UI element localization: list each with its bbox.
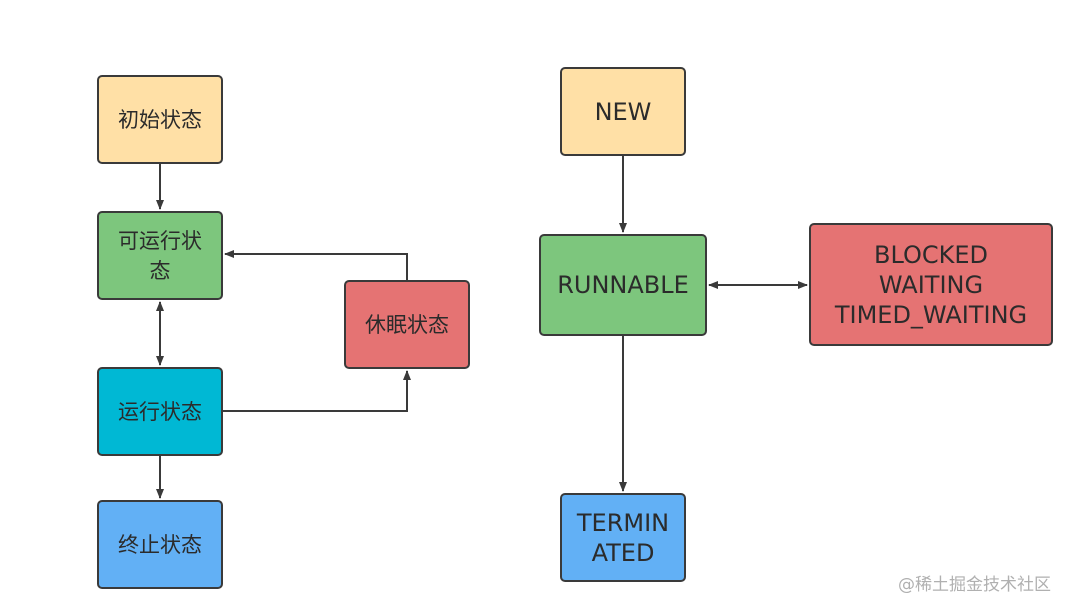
- state-runnable-en-node: RUNNABLE: [539, 234, 707, 336]
- state-blocked-waiting-node: BLOCKED WAITING TIMED_WAITING: [809, 223, 1053, 346]
- state-runnable-node: 可运行状 态: [97, 211, 223, 300]
- state-terminated-en-node: TERMIN ATED: [560, 493, 686, 582]
- state-sleeping-node: 休眠状态: [344, 280, 470, 369]
- state-new-node: NEW: [560, 67, 686, 156]
- arrow-running-to-sleeping: [223, 370, 411, 412]
- state-initial-node: 初始状态: [97, 75, 223, 164]
- state-terminated-node: 终止状态: [97, 500, 223, 589]
- state-running-node: 运行状态: [97, 367, 223, 456]
- arrow-sleeping-to-runnable: [224, 250, 408, 280]
- watermark: @稀土掘金技术社区: [898, 575, 1051, 595]
